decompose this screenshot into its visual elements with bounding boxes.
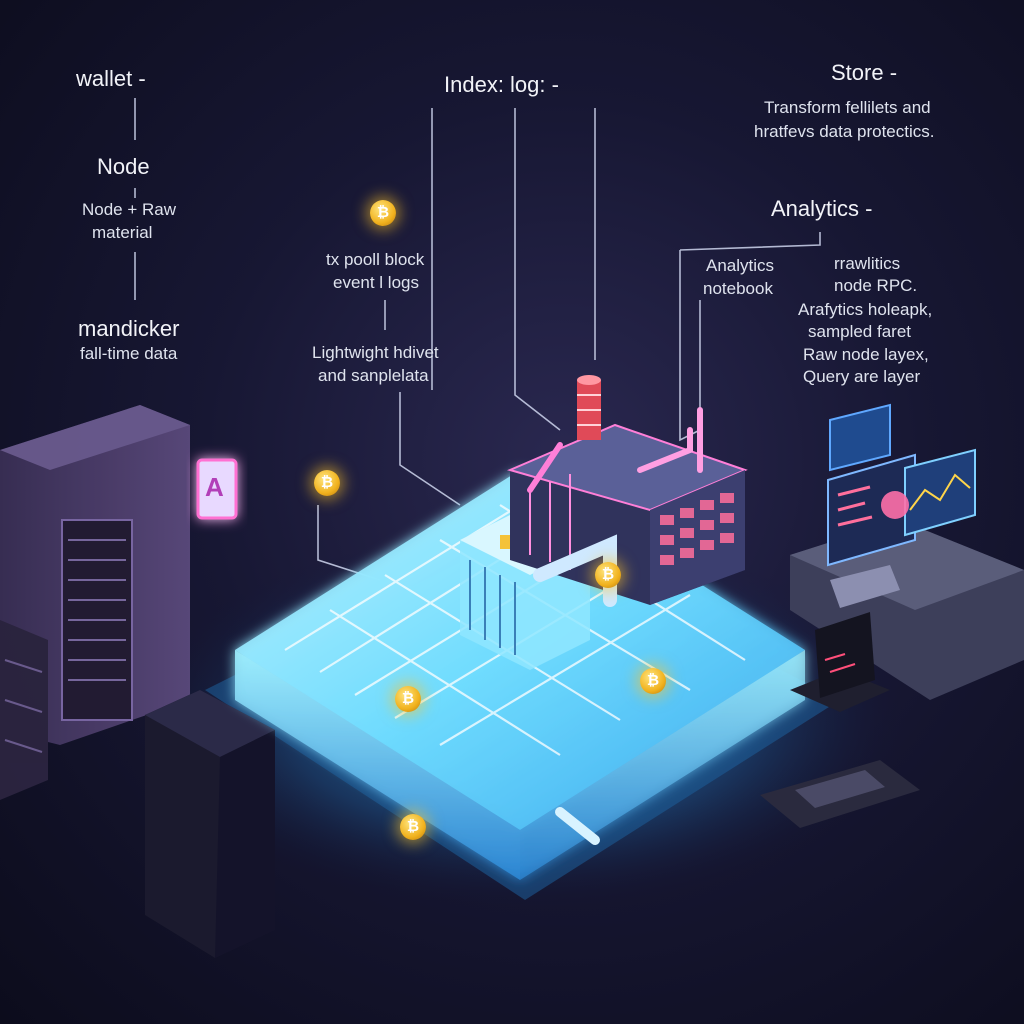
label-mandicker: mandicker — [78, 316, 180, 341]
storage-building — [507, 423, 748, 605]
label-node-raw-line1: Node + Raw — [82, 200, 177, 219]
label-rawlitics-line4: sampled faret — [808, 322, 911, 341]
server-tower-bottom-left — [145, 690, 275, 958]
label-lightweight-line2: and sanplelata — [318, 366, 429, 385]
label-analytics-notebook-line2: notebook — [703, 279, 773, 298]
database-cylinder — [577, 375, 601, 440]
label-rawlitics-line2: node RPC. — [834, 276, 918, 295]
label-store: Store - — [831, 60, 898, 85]
sign-panel-icon — [196, 458, 238, 520]
label-rawlitics-line5: Raw node layex, — [803, 345, 929, 364]
keyboard — [760, 760, 920, 828]
label-index-log: Index: log: - — [444, 72, 559, 97]
label-txpool-line2: event l logs — [333, 273, 419, 292]
output-tube — [555, 807, 600, 845]
server-rack-left — [0, 405, 190, 800]
label-rawlitics-line1: rrawlitics — [834, 254, 901, 273]
label-rawlitics-line6: Query are layer — [803, 367, 921, 386]
label-node: Node — [97, 154, 150, 179]
bitcoin-coin-icon: ₿ — [314, 470, 340, 496]
bitcoin-coin-icon: ₿ — [400, 814, 426, 840]
label-rawlitics-line3: Arafytics holeapk, — [798, 300, 933, 319]
label-wallet: wallet - — [76, 66, 146, 91]
label-node-raw-line2: material — [92, 223, 153, 242]
bitcoin-coin-icon: ₿ — [640, 668, 666, 694]
bitcoin-coin-icon: ₿ — [595, 562, 621, 588]
label-txpool-line1: tx pooll block — [326, 250, 425, 269]
bitcoin-coin-icon: ₿ — [395, 686, 421, 712]
label-store-desc-line2: hratfevs data protectics. — [754, 122, 935, 141]
label-analytics-notebook-line1: Analytics — [706, 256, 775, 275]
sign-letter-icon: A — [205, 472, 224, 502]
laptop — [790, 612, 890, 712]
label-store-desc-line1: Transform fellilets and — [764, 98, 931, 117]
label-lightweight-line1: Lightwight hdivet — [312, 343, 439, 362]
label-analytics: Analytics - — [771, 196, 873, 221]
analytics-desk — [790, 403, 1024, 700]
bitcoin-coin-icon: ₿ — [370, 200, 396, 226]
label-realtime-data: fall-time data — [80, 344, 178, 363]
